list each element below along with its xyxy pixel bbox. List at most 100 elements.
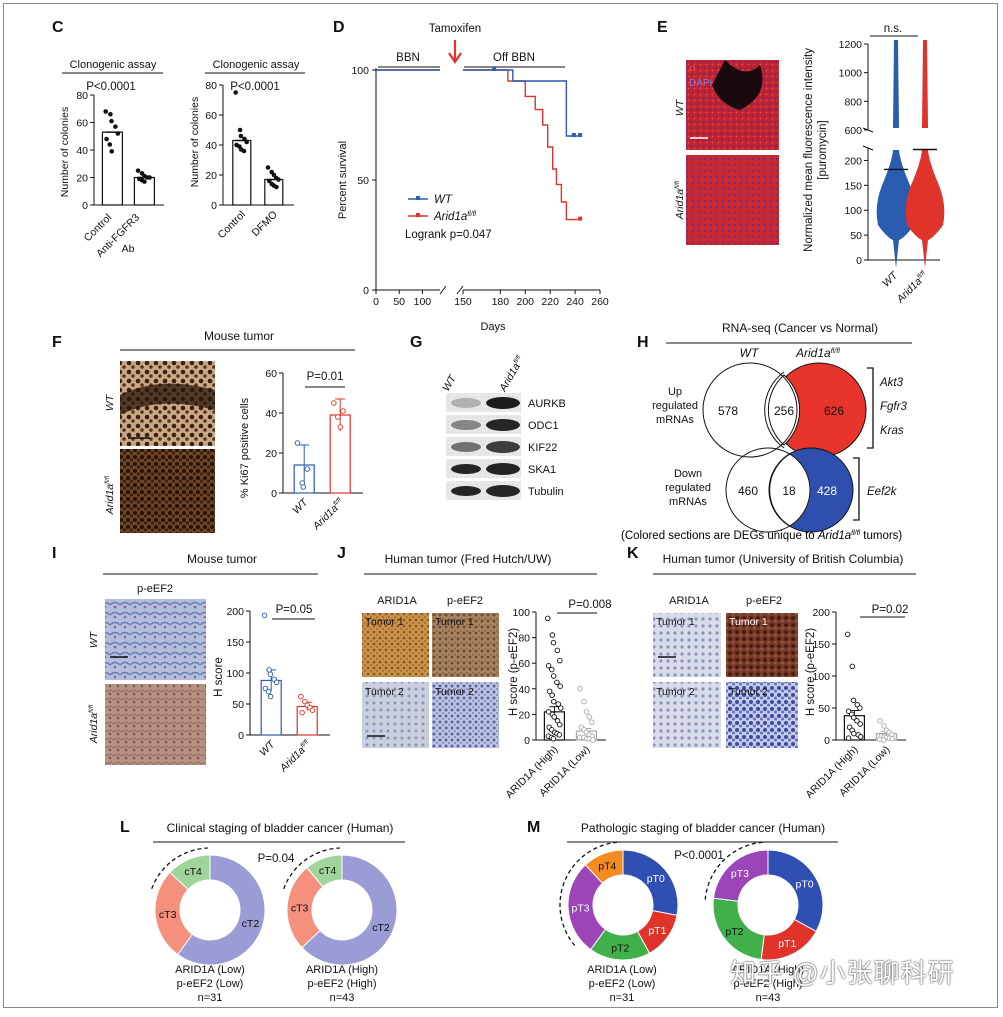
panelI-y-tick-label: 100 bbox=[226, 668, 244, 680]
panelK-image-t2-peef2 bbox=[726, 682, 798, 748]
panelE-ylabel: Normalized mean fluorescence intensity bbox=[803, 48, 815, 252]
panel-label-L: L bbox=[120, 819, 130, 836]
panelM-right-donut-slice-label: pT2 bbox=[725, 926, 743, 938]
panelC-right-point bbox=[238, 133, 244, 139]
panelJ-point bbox=[544, 615, 551, 622]
watermark: 知乎 @小张聊科研 bbox=[730, 958, 955, 988]
panelK-point bbox=[845, 735, 852, 741]
panelJ-y-tick-label: 40 bbox=[518, 684, 530, 696]
panelM-left-caption: n=31 bbox=[610, 992, 635, 1004]
panelF-y-tick-label: 40 bbox=[265, 408, 277, 420]
panelD-y-tick-label: 100 bbox=[351, 65, 369, 77]
panelJ-point bbox=[577, 686, 583, 692]
panelD-x-tick-label: 260 bbox=[591, 296, 609, 308]
panelK-tumor1-label: Tumor 1 bbox=[656, 616, 695, 628]
panelM-title: Pathologic staging of bladder cancer (Hu… bbox=[581, 821, 825, 835]
panelJ-point bbox=[557, 721, 563, 728]
panelK-title: Human tumor (University of British Colum… bbox=[663, 552, 904, 566]
panelL-right-caption: ARID1A (High) bbox=[306, 964, 378, 976]
panelE-channel-dapi: DAPI bbox=[689, 78, 712, 89]
panelE-y-tick-label: 1200 bbox=[839, 39, 863, 51]
panelI-point bbox=[265, 688, 272, 695]
panelD-x-tick-label: 100 bbox=[414, 296, 432, 308]
panelD-x-tick-label: 0 bbox=[373, 296, 379, 308]
panelK-tumor1-label: Tumor 1 bbox=[729, 616, 768, 628]
panel-label-E: E bbox=[657, 19, 668, 36]
panelK-y-tick-label: 100 bbox=[812, 671, 830, 683]
panelK-ylabel: H score (p-eEF2) bbox=[805, 628, 817, 716]
panelJ-col1-label: ARID1A bbox=[377, 595, 417, 607]
panelE-violin-wt-upper bbox=[893, 40, 899, 128]
panelL-left-caption: ARID1A (Low) bbox=[175, 964, 245, 976]
panelM-left-donut-slice-label: pT3 bbox=[572, 903, 590, 915]
panelE-y-tick-label: 0 bbox=[856, 255, 862, 267]
panelF-point bbox=[300, 484, 307, 490]
panelI-image-wt bbox=[105, 599, 206, 680]
panelH-head-mut: Arid1afl/fl bbox=[795, 346, 840, 360]
panelI-point bbox=[267, 671, 274, 677]
panelC-left-point bbox=[109, 118, 114, 124]
panelL-right-arc bbox=[283, 847, 340, 890]
panelH-up-label: Up bbox=[668, 386, 682, 398]
panelL-right-donut-slice-label: cT3 bbox=[291, 902, 309, 914]
panelM-right-donut-slice-label: pT1 bbox=[778, 938, 796, 950]
panelF-y-tick-label: 20 bbox=[265, 448, 277, 460]
panelI-y-tick-label: 150 bbox=[226, 637, 244, 649]
panelJ-point bbox=[545, 709, 552, 715]
panelC-left-y-tick-label: 40 bbox=[76, 145, 88, 157]
panel-label-H: H bbox=[637, 334, 649, 351]
panelK-point bbox=[857, 734, 864, 740]
panelE-ylabel-unit: [puromycin] bbox=[817, 120, 829, 179]
panelC-left-pvalue: P<0.0001 bbox=[86, 81, 136, 93]
panelK-col1-label: ARID1A bbox=[669, 595, 709, 607]
panelJ-point bbox=[546, 688, 553, 695]
panel-label-J: J bbox=[337, 545, 346, 562]
panelL-left-donut-slice-label: cT4 bbox=[184, 866, 202, 878]
panelF-point bbox=[331, 400, 337, 406]
panelG-band-wt bbox=[451, 398, 481, 408]
panelK-point bbox=[857, 705, 863, 711]
panelJ-pvalue: P=0.008 bbox=[568, 599, 611, 611]
panelJ-col2-label: p-eEF2 bbox=[447, 595, 483, 607]
panelM-left-donut-slice-label: pT4 bbox=[598, 860, 616, 872]
panelF-point bbox=[335, 414, 341, 420]
panelH-gene-down: Eef2k bbox=[867, 486, 898, 498]
panelL-left-donut-slice-label: cT3 bbox=[159, 909, 177, 921]
panelJ-tumor1-label: Tumor 1 bbox=[435, 616, 474, 628]
panel-label-K: K bbox=[627, 545, 639, 562]
panelC-right-point bbox=[237, 127, 243, 133]
panelD-x-tick-label: 220 bbox=[541, 296, 559, 308]
panelE-lumen bbox=[712, 60, 763, 110]
panelL-right-donut-slice-label: cT4 bbox=[319, 865, 337, 877]
panelE-y-tick-label: 150 bbox=[844, 180, 862, 192]
panelK-y-tick-label: 200 bbox=[812, 607, 830, 619]
panelD-logrank: Logrank p=0.047 bbox=[405, 229, 492, 241]
panelI-point bbox=[261, 612, 268, 619]
panelC-right-point bbox=[276, 177, 281, 182]
panelJ-point bbox=[554, 647, 561, 654]
panelK-image-t2-arid1a bbox=[653, 682, 721, 748]
panelI-row-label-mut: Arid1afl/fl bbox=[88, 704, 100, 744]
panelM-right-donut-slice-label: pT3 bbox=[731, 868, 749, 880]
panelH-down-label: Down bbox=[674, 468, 702, 480]
panelD-tamoxifen-arrow bbox=[448, 40, 462, 64]
panelK-image-t1-peef2 bbox=[726, 613, 798, 677]
panelC-left-y-tick-label: 60 bbox=[76, 118, 88, 130]
panelM-right-arc bbox=[704, 841, 766, 900]
panelC-left-x-tick-label: Ab bbox=[122, 243, 135, 255]
panelK-y-tick-label: 50 bbox=[818, 703, 830, 715]
panelC-left-point bbox=[107, 142, 113, 147]
panel-label-I: I bbox=[52, 545, 56, 562]
panelJ-point bbox=[557, 683, 563, 689]
panelC-right-point bbox=[241, 148, 247, 154]
panelG-band-mut bbox=[486, 441, 520, 453]
panelC-left-y-tick-label: 0 bbox=[82, 200, 88, 212]
panelD-legend-wt-mark bbox=[416, 196, 420, 200]
panelH-up-bracket bbox=[867, 367, 874, 449]
panelC-left-point bbox=[104, 136, 109, 142]
panel-label-M: M bbox=[527, 819, 540, 836]
panelH-up-shared-count: 256 bbox=[774, 404, 794, 418]
panelK-pvalue: P=0.02 bbox=[872, 604, 909, 616]
panelK-tumor2-label: Tumor 2 bbox=[729, 686, 768, 698]
